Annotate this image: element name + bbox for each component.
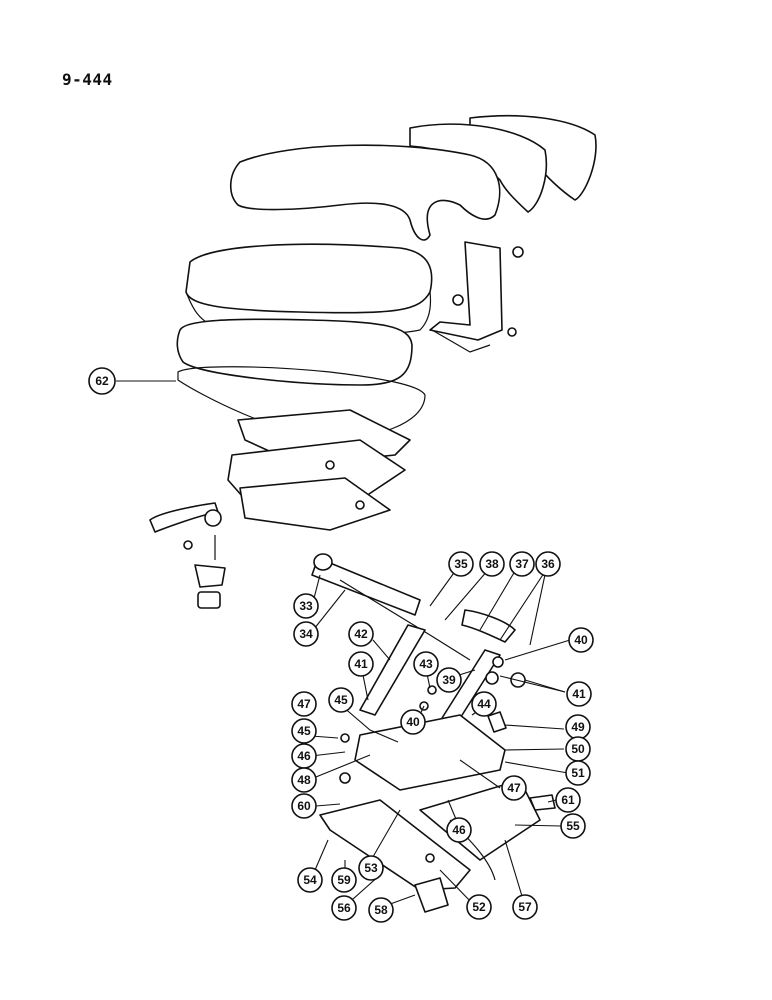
callout-45-lower: 45 xyxy=(291,718,317,744)
callout-42: 42 xyxy=(348,621,374,647)
callout-50: 50 xyxy=(565,736,591,762)
callout-56: 56 xyxy=(331,895,357,921)
callout-36: 36 xyxy=(535,551,561,577)
svg-text:48: 48 xyxy=(297,773,311,787)
svg-text:46: 46 xyxy=(297,749,311,763)
callout-38: 38 xyxy=(479,551,505,577)
callout-49: 49 xyxy=(565,714,591,740)
svg-text:40: 40 xyxy=(574,633,588,647)
svg-text:37: 37 xyxy=(515,557,529,571)
svg-text:34: 34 xyxy=(299,627,313,641)
svg-text:42: 42 xyxy=(354,627,368,641)
svg-text:59: 59 xyxy=(337,873,351,887)
svg-text:54: 54 xyxy=(303,873,317,887)
callout-35: 35 xyxy=(448,551,474,577)
callout-44: 44 xyxy=(471,691,497,717)
callout-33: 33 xyxy=(293,593,319,619)
callout-59: 59 xyxy=(331,867,357,893)
adjustment-lever xyxy=(149,502,226,609)
svg-text:60: 60 xyxy=(297,799,311,813)
svg-text:47: 47 xyxy=(507,781,521,795)
callout-62: 62 xyxy=(88,367,116,395)
callout-43: 43 xyxy=(413,651,439,677)
svg-text:40: 40 xyxy=(406,715,420,729)
callout-47-upper: 47 xyxy=(291,691,317,717)
callout-34: 34 xyxy=(293,621,319,647)
callout-40-top: 40 xyxy=(568,627,594,653)
svg-text:58: 58 xyxy=(374,903,388,917)
callout-40-mid: 40 xyxy=(400,709,426,735)
callout-57: 57 xyxy=(512,894,538,920)
callout-61: 61 xyxy=(555,787,581,813)
svg-text:47: 47 xyxy=(297,697,311,711)
svg-text:41: 41 xyxy=(572,687,586,701)
callout-47-lower: 47 xyxy=(501,775,527,801)
seat-slide-assembly xyxy=(227,409,411,531)
svg-text:44: 44 xyxy=(477,697,491,711)
callout-46-right: 46 xyxy=(446,817,472,843)
svg-text:53: 53 xyxy=(364,861,378,875)
seat-cushion xyxy=(176,243,433,386)
callout-51: 51 xyxy=(565,760,591,786)
backrest-cushion xyxy=(229,114,597,241)
callout-41-right: 41 xyxy=(566,681,592,707)
callout-45-upper: 45 xyxy=(328,687,354,713)
callout-60: 60 xyxy=(291,793,317,819)
svg-text:46: 46 xyxy=(452,823,466,837)
callout-58: 58 xyxy=(368,897,394,923)
svg-text:56: 56 xyxy=(337,901,351,915)
callout-55: 55 xyxy=(560,813,586,839)
svg-text:45: 45 xyxy=(297,724,311,738)
svg-text:57: 57 xyxy=(518,900,532,914)
svg-text:38: 38 xyxy=(485,557,499,571)
callout-39: 39 xyxy=(436,667,462,693)
callout-53: 53 xyxy=(358,855,384,881)
svg-text:45: 45 xyxy=(334,693,348,707)
page-title: 9-444 xyxy=(62,70,113,89)
suspension-cylinder xyxy=(311,553,471,661)
svg-text:52: 52 xyxy=(472,900,486,914)
svg-text:39: 39 xyxy=(442,673,456,687)
svg-text:35: 35 xyxy=(454,557,468,571)
callout-54: 54 xyxy=(297,867,323,893)
svg-text:41: 41 xyxy=(354,657,368,671)
svg-text:61: 61 xyxy=(561,793,575,807)
callout-52: 52 xyxy=(466,894,492,920)
svg-text:49: 49 xyxy=(571,720,585,734)
svg-text:36: 36 xyxy=(541,557,555,571)
callout-37: 37 xyxy=(509,551,535,577)
back-support-bracket xyxy=(429,241,524,353)
svg-text:33: 33 xyxy=(299,599,313,613)
svg-text:43: 43 xyxy=(419,657,433,671)
svg-text:51: 51 xyxy=(571,766,585,780)
callout-48: 48 xyxy=(291,767,317,793)
svg-text:50: 50 xyxy=(571,742,585,756)
svg-text:62: 62 xyxy=(95,374,109,388)
callout-46-left: 46 xyxy=(291,743,317,769)
svg-text:55: 55 xyxy=(566,819,580,833)
callout-41-left: 41 xyxy=(348,651,374,677)
